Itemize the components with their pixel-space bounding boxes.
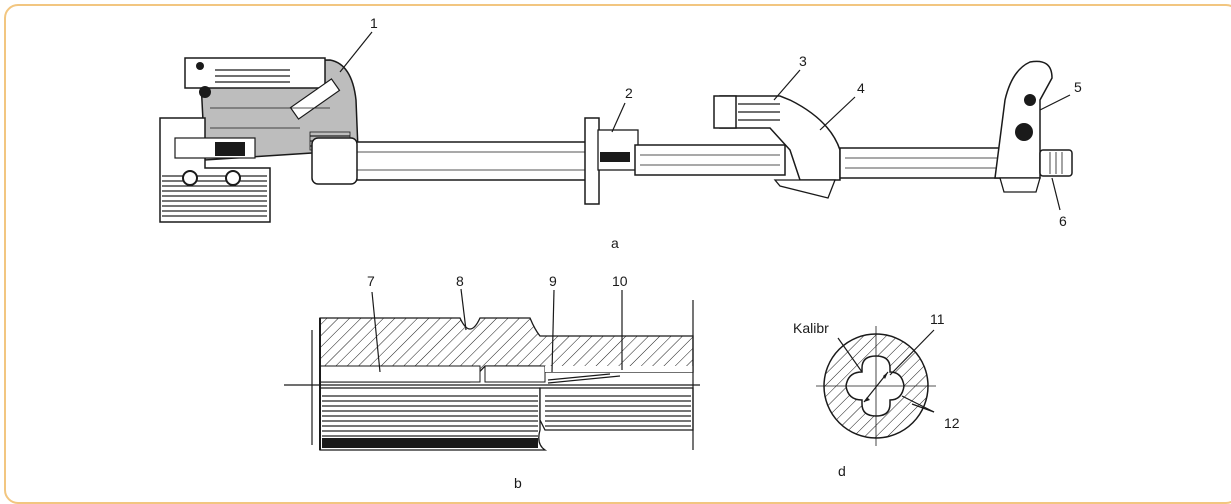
callout-6: 6 — [1059, 213, 1067, 229]
callout-4: 4 — [857, 80, 865, 96]
rifle-side-view: 1 2 3 4 5 6 a — [159, 15, 1082, 251]
callout-12: 12 — [944, 415, 960, 431]
callout-10: 10 — [612, 273, 628, 289]
callout-11: 11 — [930, 311, 945, 327]
stock-pin-left — [182, 170, 198, 186]
chamber-section: 7 8 9 10 b — [284, 273, 700, 491]
barrel-rear — [344, 141, 596, 181]
gas-tube — [719, 95, 841, 181]
front-sight — [994, 60, 1053, 179]
callout-8: 8 — [456, 273, 464, 289]
callout-9: 9 — [549, 273, 557, 289]
gas-block-lug — [773, 179, 836, 199]
rear-sight-block — [184, 57, 326, 89]
leader-lines-b — [371, 288, 623, 373]
stock-grip-lines — [162, 172, 267, 220]
callout-7: 7 — [367, 273, 375, 289]
caption-d: d — [838, 463, 846, 479]
stock-pin-right — [225, 170, 241, 186]
caliber-label: Kalibr — [793, 320, 829, 336]
handguard-retainer — [584, 117, 600, 205]
barrel-diagram: 1 2 3 4 5 6 a — [159, 15, 1082, 491]
barrel-front — [839, 147, 1011, 179]
front-sight-screw-top — [1024, 94, 1036, 106]
barrel-middle — [634, 144, 786, 176]
callout-2: 2 — [625, 85, 633, 101]
leader-lines-d — [837, 329, 935, 413]
caption-b: b — [514, 475, 522, 491]
caption-a: a — [611, 235, 619, 251]
leader-lines-a — [339, 31, 1071, 211]
rear-sight-teeth — [215, 69, 290, 83]
gas-tube-cap — [713, 95, 737, 129]
callout-5: 5 — [1074, 79, 1082, 95]
callout-3: 3 — [799, 53, 807, 69]
bore-cross-section: Kalibr 11 12 d — [793, 311, 960, 479]
front-sight-screw-bottom — [1015, 123, 1033, 141]
rear-bolt-head — [199, 86, 211, 98]
selector-lever — [289, 78, 341, 120]
sight-screw — [196, 62, 204, 70]
callout-1: 1 — [370, 15, 378, 31]
barrel-trunnion — [311, 137, 358, 185]
